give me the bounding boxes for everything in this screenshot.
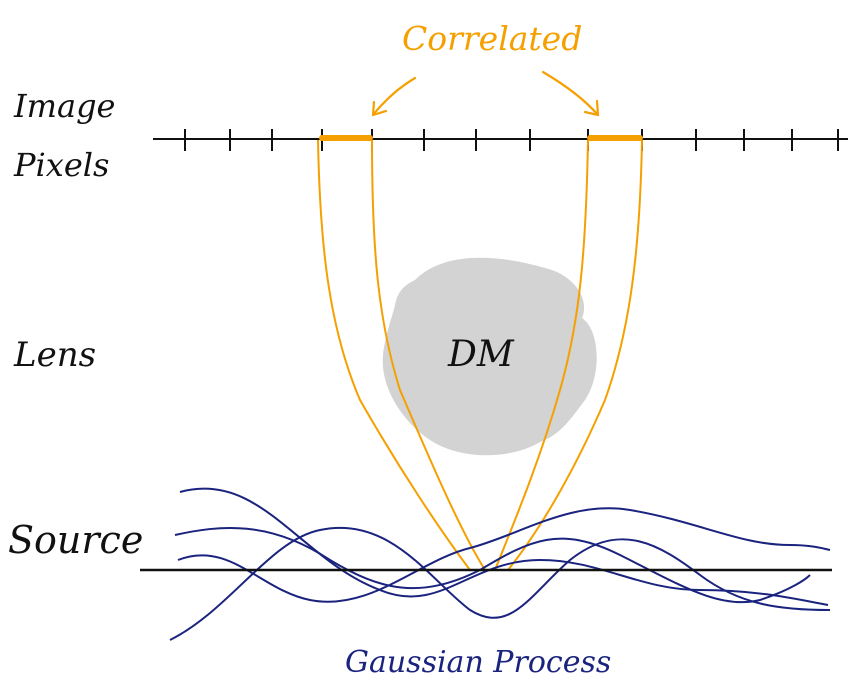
- image-pixels-label: Pixels: [13, 146, 109, 184]
- light-path-left: [317, 139, 486, 571]
- correlated-arrows: [371, 70, 600, 117]
- gp-curve: [169, 526, 831, 641]
- curved-arrow-icon: [583, 99, 600, 117]
- gaussian-process-label: Gaussian Process: [345, 645, 611, 680]
- light-ray: [317, 139, 471, 571]
- dm-label: DM: [447, 334, 515, 375]
- curved-arrow-icon: [541, 70, 600, 117]
- gaussian-process-curves: [169, 487, 831, 641]
- source-label: Source: [8, 518, 143, 562]
- curved-arrow-icon: [371, 76, 417, 117]
- gp-curve: [177, 507, 831, 603]
- image-pixels-label: Image: [13, 87, 115, 125]
- curved-arrow-icon: [371, 100, 388, 117]
- light-ray: [494, 139, 589, 571]
- gp-curve: [179, 487, 829, 606]
- light-path-right: [494, 139, 643, 571]
- dark-matter-blob-icon: [382, 257, 597, 456]
- lens-label: Lens: [13, 335, 96, 375]
- correlated-label: Correlated: [402, 19, 582, 58]
- light-ray: [371, 139, 486, 571]
- light-ray: [507, 139, 643, 571]
